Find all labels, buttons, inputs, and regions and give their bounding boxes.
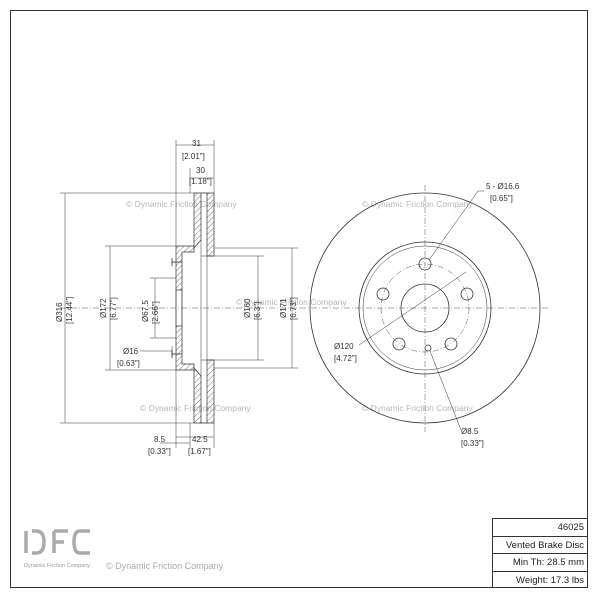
dim-offset-large: 42.5 [192,435,208,444]
min-thickness: Min Th: 28.5 mm [493,554,588,572]
dim-pcd: Ø120 [334,342,354,351]
dim-thickness-total: 31 [192,139,201,148]
bolt-hole [444,337,458,351]
watermark-text: © Dynamic Friction Company [362,199,473,209]
dim-offset-small: 8.5 [154,435,166,444]
dim-bolt-holes-in: [0.65"] [490,194,513,203]
part-description: Vented Brake Disc [493,537,588,554]
title-block: 46025 Vented Brake Disc Min Th: 28.5 mm … [492,518,588,588]
dim-thickness-disc-in: [1.18"] [189,177,212,186]
bolt-hole [392,337,406,351]
dfc-logo-icon [24,529,90,555]
rotor-section-upper [193,192,202,249]
small-hole [424,344,432,352]
front-view: 5 - Ø16.6 [0.65"] Ø120 [4.72"] Ø8.5 [0.3… [300,182,550,448]
hub-section-upper [175,245,195,291]
weight: Weight: 17.3 lbs [516,574,584,586]
dim-small-hole-in: [0.33"] [461,439,484,448]
dim-inner-dia2: Ø171 [279,298,288,318]
dim-inner-dia: Ø160 [243,298,252,318]
side-view: 31 [2.01"] 30 [1.18"] Ø316 [12.44"] Ø172… [55,139,300,456]
rotor-section-upper-outer [206,192,215,257]
dim-hub-dia: Ø172 [99,298,108,318]
bolt-hole [376,287,390,301]
dim-outer-dia: Ø316 [55,302,64,322]
bolt-hole [460,287,474,301]
dim-hole-dia-in: [0.63"] [117,359,140,368]
dim-bolt-holes: 5 - Ø16.6 [486,182,520,191]
dim-offset-large-in: [1.67"] [188,447,211,456]
dim-thickness-disc: 30 [196,166,205,175]
watermark-text: © Dynamic Friction Company [126,199,237,209]
dim-small-hole: Ø8.5 [461,427,479,436]
dim-hub-dia-in: [6.77"] [109,297,118,320]
hub-section-lower [175,325,195,371]
watermark-text: © Dynamic Friction Company [362,403,473,413]
dim-bore-dia: Ø67.5 [141,300,150,322]
dim-offset-small-in: [0.33"] [148,447,171,456]
logo-caption: Dynamic Friction Company [24,563,91,569]
dim-inner-dia-in: [6.3"] [253,302,262,320]
dim-outer-dia-in: [12.44"] [65,297,74,324]
dim-bore-dia-in: [2.66"] [151,301,160,324]
rotor-section-lower-outer [206,359,215,424]
drawing-frame [10,10,588,588]
dim-hole-dia: Ø16 [123,347,139,356]
footer-watermark: © Dynamic Friction Company [106,561,224,571]
rotor-section-lower [193,367,202,424]
dim-inner-dia2-in: [6.73"] [289,297,298,320]
watermark-text: © Dynamic Friction Company [236,297,347,307]
dim-pcd-in: [4.72"] [334,354,357,363]
dim-thickness-total-in: [2.01"] [182,152,205,161]
part-number: 46025 [493,519,588,537]
